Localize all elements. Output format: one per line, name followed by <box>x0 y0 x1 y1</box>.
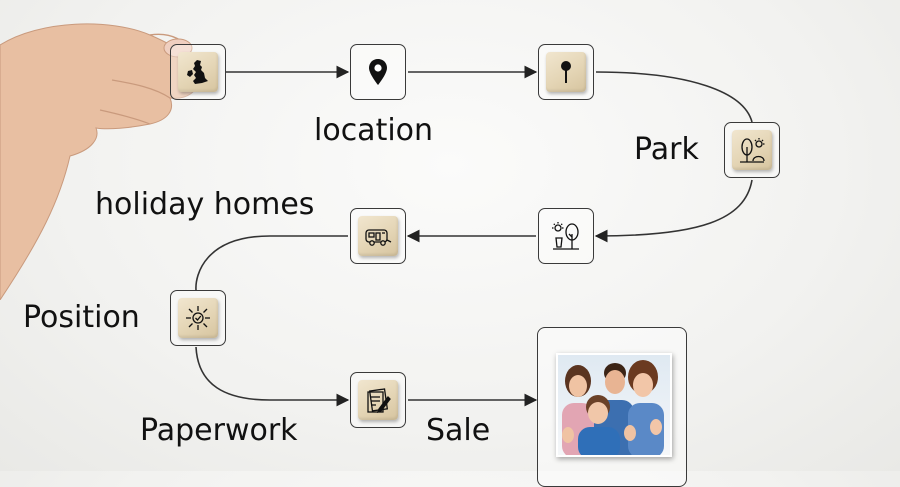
step-2-label: location <box>314 113 434 148</box>
connector-3-4 <box>595 71 753 123</box>
connector-4-5 <box>594 179 753 243</box>
park-sun-icon <box>740 138 765 163</box>
step-6-cube <box>358 216 398 256</box>
paperwork-icon <box>367 388 391 414</box>
flow-connectors <box>195 65 753 407</box>
tree-sun-icon <box>552 222 579 250</box>
step-7-cube <box>178 298 218 338</box>
step-4-tile[interactable] <box>724 122 780 178</box>
step-9-label: Sale <box>426 413 491 448</box>
step-2-tile[interactable] <box>350 44 406 100</box>
step-6-label: holiday homes <box>95 187 315 222</box>
step-8-tile[interactable] <box>350 372 406 428</box>
step-6-tile[interactable] <box>350 208 406 264</box>
step-1-cube <box>178 52 218 92</box>
map-pin-icon <box>369 59 387 85</box>
connector-6-7 <box>195 235 348 291</box>
hand-image <box>0 23 199 300</box>
uk-map-icon <box>187 60 208 84</box>
push-pin-icon <box>561 61 571 83</box>
step-1-tile[interactable] <box>170 44 226 100</box>
step-3-cube <box>546 52 586 92</box>
step-3-tile[interactable] <box>538 44 594 100</box>
step-8-cube <box>358 380 398 420</box>
step-7-tile[interactable] <box>170 290 226 346</box>
positioning-icon <box>186 306 210 330</box>
step-5-tile[interactable] <box>538 208 594 264</box>
caravan-icon <box>365 229 392 246</box>
step-8-label: Paperwork <box>140 413 298 448</box>
step-7-label: Position <box>23 300 140 335</box>
step-4-cube <box>732 130 772 170</box>
step-4-label: Park <box>634 132 699 167</box>
connector-7-8 <box>195 346 350 407</box>
family-photo <box>556 353 672 457</box>
step-9-frame[interactable] <box>537 327 687 487</box>
